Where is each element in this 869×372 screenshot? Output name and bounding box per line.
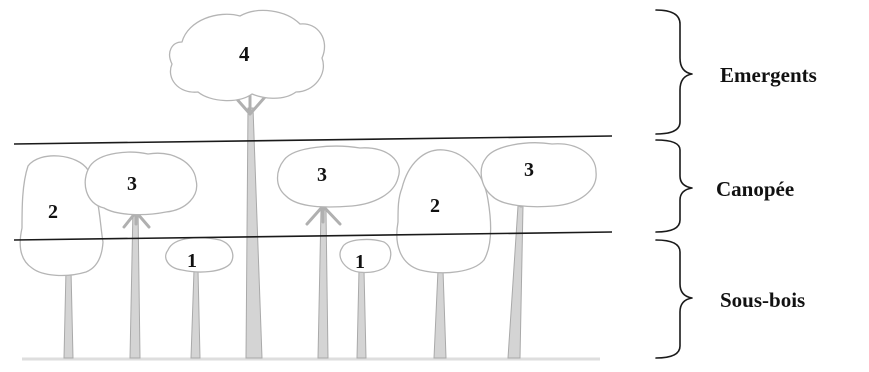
tree-label-3-left: 3 [127,173,137,195]
tree-understory-1-left: 1 [166,238,233,358]
tree-label-1-right: 1 [355,251,365,273]
tree-label-2-right: 2 [430,195,440,217]
tree-label-3-right: 3 [524,159,534,181]
brace-emergents [656,10,692,134]
tree-label-3-middle: 3 [317,164,327,186]
tree-label-1-left: 1 [187,250,197,272]
tree-label-2-left: 2 [48,201,58,223]
tree-label-4: 4 [239,42,250,66]
tree-canopy-2-right: 2 [397,150,491,358]
brace-canopy [656,140,692,232]
layer-label-canopy: Canopée [716,177,794,201]
brace-understory [656,240,692,358]
tree-canopy-3-right: 3 [481,143,596,358]
layer-label-emergents: Emergents [720,63,817,87]
layer-label-understory: Sous-bois [720,288,805,312]
tree-understory-1-right: 1 [340,240,391,358]
